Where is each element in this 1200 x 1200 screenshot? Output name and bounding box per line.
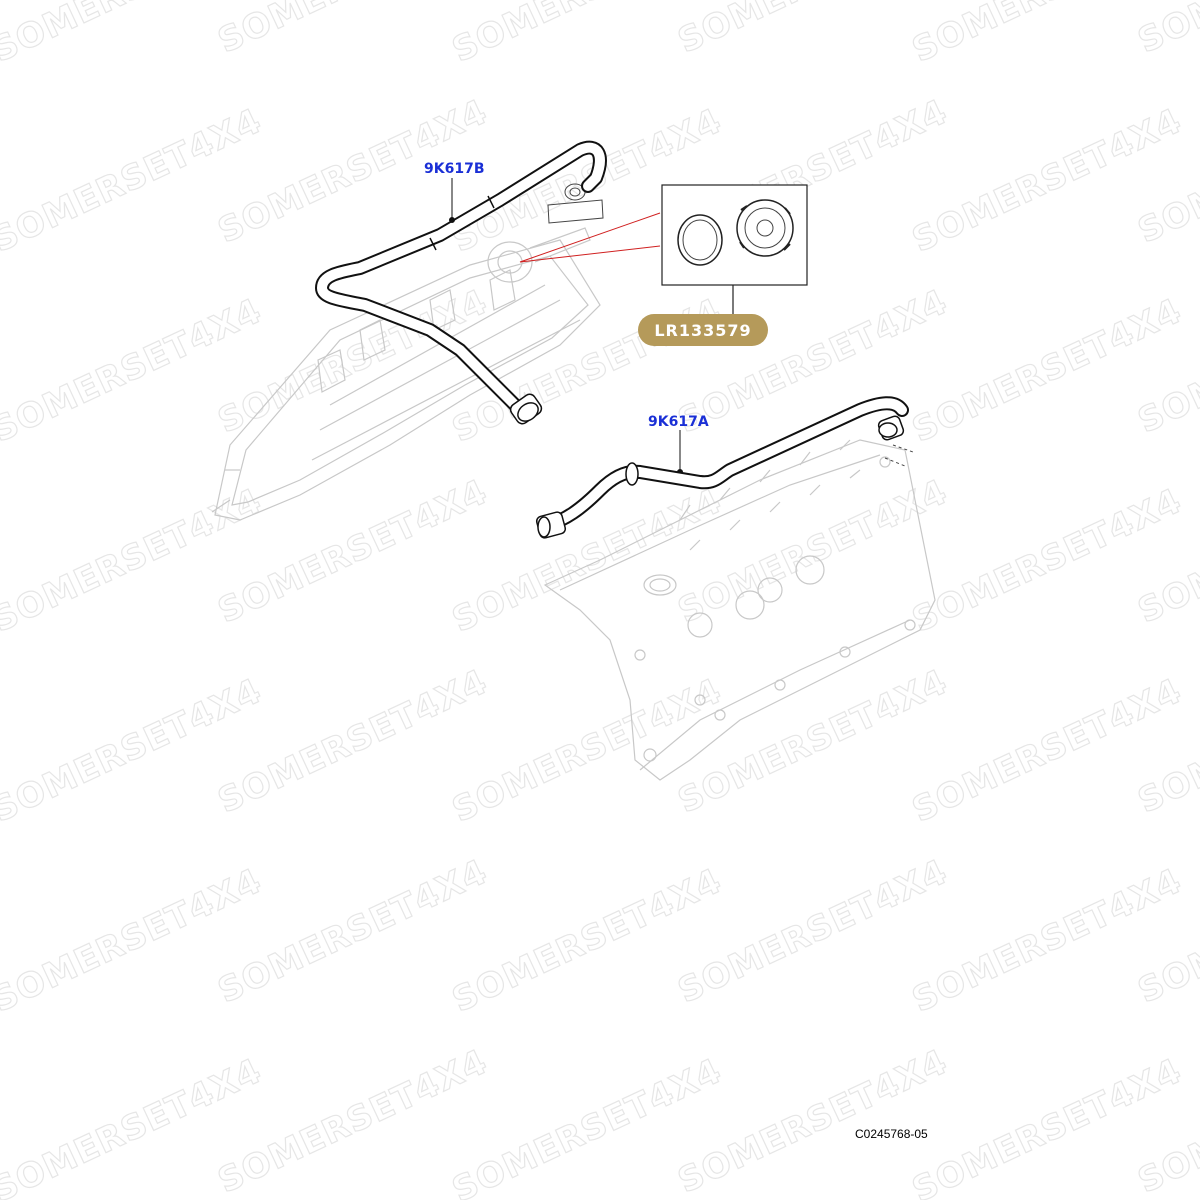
lower-cylinder-head-outline <box>543 439 936 781</box>
watermark-text: SOMERSET4X4 <box>212 0 494 61</box>
part-number-badge[interactable]: LR133579 <box>638 314 768 346</box>
upper-cam-cover-outline <box>211 227 601 521</box>
diagram-reference-code: C0245768-05 <box>855 1127 928 1141</box>
inset-detail-box <box>661 184 808 314</box>
watermark-text: SOMERSET4X4 <box>1132 0 1200 61</box>
watermark-text: SOMERSET4X4 <box>672 0 954 61</box>
breather-hose-upper[interactable] <box>315 140 607 426</box>
callout-label-9k617b[interactable]: 9K617B <box>424 161 485 177</box>
breather-hose-lower[interactable] <box>535 396 909 539</box>
callout-label-9k617a[interactable]: 9K617A <box>648 414 709 430</box>
leader-lines <box>519 212 661 263</box>
